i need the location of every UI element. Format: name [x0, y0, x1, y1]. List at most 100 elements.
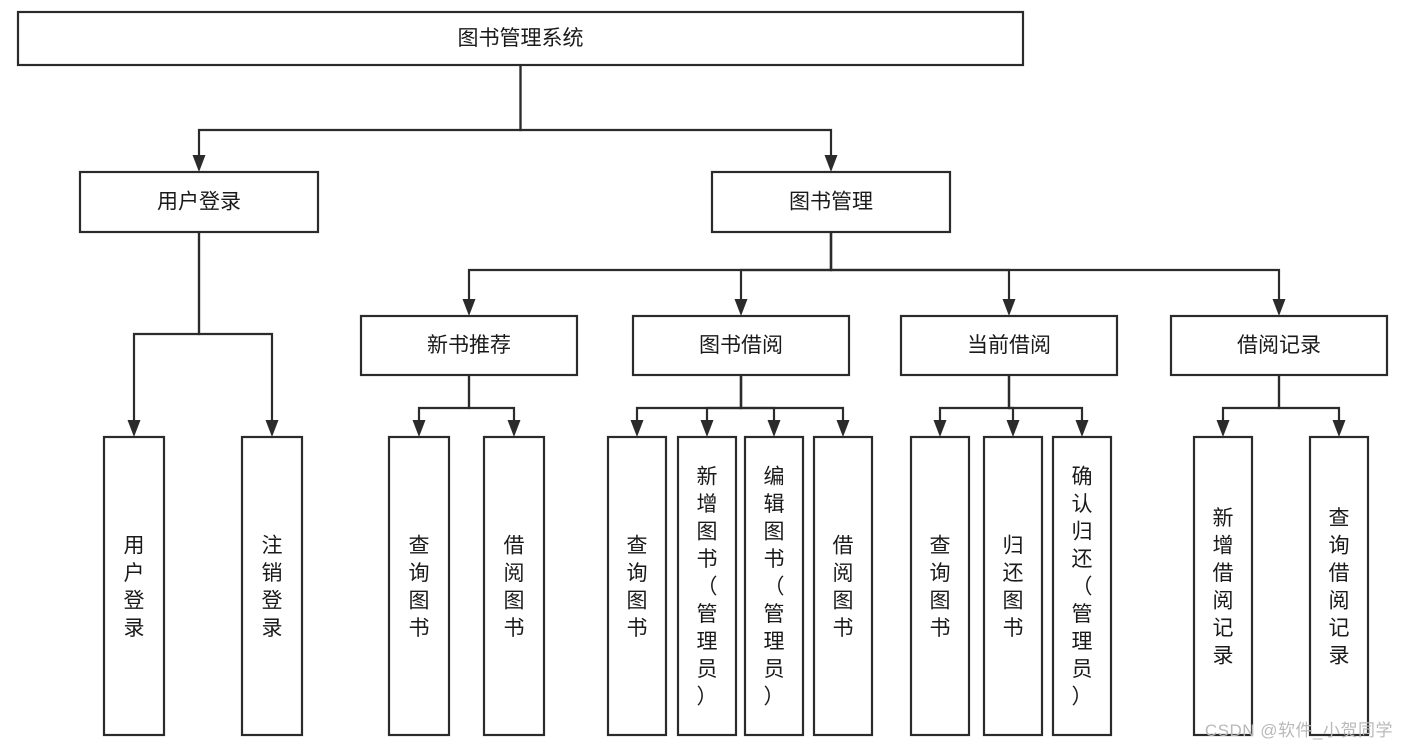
connector-line: [705, 375, 743, 420]
node-leaf-leaf-return-book[interactable]: 归还图书: [982, 435, 1044, 737]
node-leaf-leaf-query-book-rec[interactable]: 查询图书: [387, 435, 451, 737]
node-level3-new-book-recommend[interactable]: 新书推荐: [359, 314, 579, 377]
node-leaf-leaf-confirm-return-admin[interactable]: 确认归还（管理员）: [1051, 435, 1113, 737]
connector-line: [1007, 375, 1084, 420]
arrow-head-icon: [700, 420, 714, 437]
connector-line: [739, 232, 833, 299]
node-level3-borrow-record[interactable]: 借阅记录: [1169, 314, 1389, 377]
node-box[interactable]: [102, 435, 166, 737]
connector-user-login-to-leaf-user-login: [127, 232, 201, 437]
connector-line: [467, 232, 833, 299]
node-label: 注销登录: [262, 534, 283, 640]
connector-line: [197, 232, 274, 420]
arrow-head-icon: [462, 299, 476, 316]
node-label: 图书借阅: [699, 334, 783, 357]
connector-root-to-user-login: [192, 65, 522, 172]
node-leaf-leaf-borrow-book[interactable]: 借阅图书: [812, 435, 874, 737]
connector-new-book-recommend-to-leaf-query-book-rec: [412, 375, 471, 437]
connector-new-book-recommend-to-leaf-borrow-book-rec: [467, 375, 521, 437]
node-box[interactable]: [710, 170, 952, 234]
arrow-head-icon: [265, 420, 279, 437]
node-box[interactable]: [387, 435, 451, 737]
connector-book-borrow-to-leaf-add-book-admin: [700, 375, 743, 437]
arrow-head-icon: [824, 155, 838, 172]
arrow-head-icon: [192, 155, 206, 172]
connector-book-manage-to-new-book-recommend: [462, 232, 833, 316]
arrow-head-icon: [507, 420, 521, 437]
connector-book-borrow-to-leaf-edit-book-admin: [739, 375, 781, 437]
node-label: 借阅图书: [833, 534, 854, 640]
connector-line: [635, 375, 743, 420]
connector-book-manage-to-borrow-record: [829, 232, 1286, 316]
node-box[interactable]: [359, 314, 579, 377]
node-label: 确认归还（管理员）: [1072, 466, 1093, 709]
node-box[interactable]: [631, 314, 851, 377]
node-box[interactable]: [482, 435, 546, 737]
connector-line: [197, 65, 522, 155]
node-leaf-leaf-user-logout[interactable]: 注销登录: [240, 435, 304, 737]
connector-line: [829, 232, 1281, 299]
node-layer: 图书管理系统用户登录图书管理新书推荐图书借阅当前借阅借阅记录用户登录注销登录查询…: [16, 10, 1389, 737]
node-leaf-leaf-edit-book-admin[interactable]: 编辑图书（管理员）: [743, 435, 805, 737]
node-label: 当前借阅: [967, 334, 1051, 357]
node-label: 图书管理: [789, 191, 873, 214]
node-box[interactable]: [676, 435, 738, 737]
node-box[interactable]: [899, 314, 1119, 377]
connector-root-to-book-manage: [519, 65, 838, 172]
node-box[interactable]: [812, 435, 874, 737]
node-root[interactable]: 图书管理系统: [16, 10, 1025, 67]
node-level2-user-login[interactable]: 用户登录: [78, 170, 320, 234]
node-box[interactable]: [1308, 435, 1370, 737]
node-box[interactable]: [606, 435, 668, 737]
connector-book-manage-to-book-borrow: [734, 232, 833, 316]
connector-line: [467, 375, 516, 420]
node-box[interactable]: [240, 435, 304, 737]
arrow-head-icon: [933, 420, 947, 437]
connector-line: [739, 375, 776, 420]
node-box[interactable]: [1169, 314, 1389, 377]
arrow-head-icon: [734, 299, 748, 316]
node-box[interactable]: [16, 10, 1025, 67]
connector-borrow-record-to-leaf-query-borrow-record: [1277, 375, 1346, 437]
connector-line: [1221, 375, 1281, 420]
node-leaf-leaf-query-book-cur[interactable]: 查询图书: [909, 435, 971, 737]
node-level3-current-borrow[interactable]: 当前借阅: [899, 314, 1119, 377]
arrow-head-icon: [1075, 420, 1089, 437]
arrow-head-icon: [1216, 420, 1230, 437]
connector-current-borrow-to-leaf-confirm-return-admin: [1007, 375, 1089, 437]
node-leaf-leaf-borrow-book-rec[interactable]: 借阅图书: [482, 435, 546, 737]
connector-line: [1277, 375, 1341, 420]
node-leaf-leaf-user-login[interactable]: 用户登录: [102, 435, 166, 737]
connector-line: [417, 375, 471, 420]
arrow-head-icon: [1006, 420, 1020, 437]
node-leaf-leaf-add-book-admin[interactable]: 新增图书（管理员）: [676, 435, 738, 737]
arrow-head-icon: [412, 420, 426, 437]
node-label: 新增借阅记录: [1213, 507, 1234, 668]
node-box[interactable]: [1051, 435, 1113, 737]
connector-line: [132, 232, 201, 420]
connector-line: [739, 375, 845, 420]
arrow-head-icon: [767, 420, 781, 437]
node-leaf-leaf-query-borrow-record[interactable]: 查询借阅记录: [1308, 435, 1370, 737]
node-level3-book-borrow[interactable]: 图书借阅: [631, 314, 851, 377]
node-leaf-leaf-add-borrow-record[interactable]: 新增借阅记录: [1192, 435, 1254, 737]
node-label: 查询图书: [627, 534, 648, 640]
node-box[interactable]: [909, 435, 971, 737]
node-label: 用户登录: [157, 191, 241, 214]
arrow-head-icon: [630, 420, 644, 437]
connector-line: [938, 375, 1011, 420]
arrow-head-icon: [127, 420, 141, 437]
node-box[interactable]: [982, 435, 1044, 737]
node-leaf-leaf-query-book-borrow[interactable]: 查询图书: [606, 435, 668, 737]
connector-layer: [127, 65, 1346, 437]
connector-line: [829, 232, 1011, 299]
arrow-head-icon: [1332, 420, 1346, 437]
node-box[interactable]: [78, 170, 320, 234]
connector-book-borrow-to-leaf-borrow-book: [739, 375, 850, 437]
node-level2-book-manage[interactable]: 图书管理: [710, 170, 952, 234]
node-label: 编辑图书（管理员）: [764, 466, 785, 709]
node-label: 查询图书: [930, 534, 951, 640]
node-box[interactable]: [743, 435, 805, 737]
node-box[interactable]: [1192, 435, 1254, 737]
